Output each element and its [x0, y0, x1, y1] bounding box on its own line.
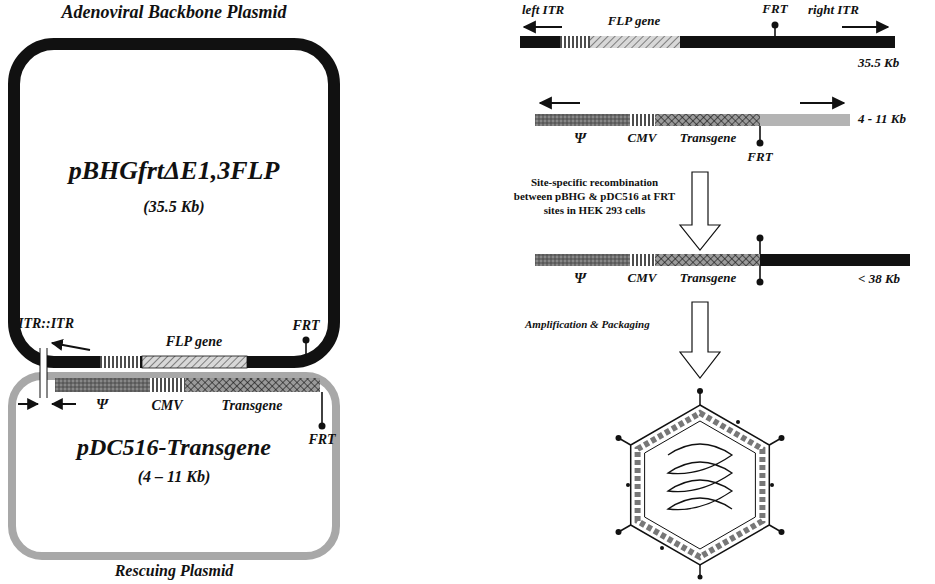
gene-label: Transgene [680, 131, 737, 146]
virus-particle [616, 388, 785, 580]
linear-shuttle [655, 114, 760, 126]
plasmid-size: (35.5 Kb) [8, 198, 340, 216]
recombined-genome [757, 235, 764, 242]
virus-particle [626, 483, 630, 487]
gene-label: Transgene [680, 271, 737, 286]
rescuing-plasmid [150, 378, 185, 392]
element-label: CMV [628, 271, 657, 286]
virus-particle [638, 413, 763, 557]
rescuing-plasmid [321, 392, 323, 423]
feature-label: left ITR [522, 3, 564, 18]
gene-label: FLP gene [608, 14, 661, 29]
element-label: Ψ [574, 270, 586, 287]
size-label: 35.5 Kb [858, 56, 899, 71]
feature-label: ITR::ITR [18, 316, 74, 332]
backbone-plasmid [100, 356, 140, 368]
recombined-genome [760, 254, 910, 266]
virus-particle [769, 439, 779, 445]
site-label: FRT [747, 150, 772, 165]
rescuing-plasmid [12, 376, 336, 556]
backbone-plasmid [305, 343, 307, 356]
step-note: Amplification & Packaging [525, 318, 650, 331]
element-label: Ψ [96, 396, 108, 413]
backbone-plasmid [303, 337, 310, 344]
recombined-genome [759, 266, 761, 279]
virus-particle [736, 420, 740, 424]
plasmid-name: pDC516-Transgene [8, 434, 340, 462]
rescuing-plasmid [319, 423, 326, 430]
virus-particle [699, 565, 701, 575]
virus-particle [631, 405, 770, 565]
linear-shuttle [760, 114, 850, 126]
recombined-genome [757, 279, 764, 286]
virus-particle [616, 529, 622, 535]
linear-backbone [772, 22, 779, 29]
site-label: FRT [308, 432, 335, 448]
linear-shuttle [535, 103, 850, 147]
itr-junction [47, 348, 48, 398]
virus-particle [770, 483, 774, 487]
virus-particle [779, 529, 785, 535]
recombined-genome [535, 235, 910, 286]
linear-shuttle [759, 126, 761, 140]
virus-particle [779, 435, 785, 441]
feature-label: right ITR [808, 3, 859, 18]
virus-particle [616, 388, 785, 580]
recombined-genome [535, 254, 630, 266]
size-label: < 38 Kb [858, 272, 900, 287]
virus-particle [698, 575, 703, 580]
linear-backbone [520, 22, 895, 49]
rescuing-plasmid [185, 378, 320, 392]
recombined-genome [655, 254, 760, 266]
recombined-genome [630, 254, 655, 266]
linear-backbone [520, 36, 895, 48]
plasmid-heading: Rescuing Plasmid [8, 562, 340, 580]
element-label: CMV [628, 131, 657, 146]
rescuing-plasmid [12, 376, 336, 556]
process-arrow [680, 172, 720, 250]
element-label: CMV [151, 398, 182, 414]
size-label: 4 - 11 Kb [858, 112, 906, 127]
gene-label: Transgene [222, 398, 283, 414]
plasmid-name: pBHGfrtΔE1,3FLP [8, 156, 340, 186]
virus-particle [697, 388, 703, 394]
backbone-plasmid [52, 343, 90, 350]
linear-shuttle [757, 140, 764, 147]
process-arrow [680, 302, 720, 378]
linear-backbone [842, 26, 888, 28]
site-label: FRT [762, 2, 787, 17]
rescuing-plasmid [52, 403, 76, 405]
plasmid-heading: Adenoviral Backbone Plasmid [8, 2, 340, 23]
linear-backbone [774, 28, 776, 36]
rescuing-plasmid [18, 403, 38, 405]
virus-particle [668, 444, 732, 510]
virus-particle [616, 435, 622, 441]
virus-particle [699, 393, 701, 405]
virus-particle [620, 439, 630, 445]
itr-junction [40, 348, 41, 398]
recombined-genome [759, 241, 761, 254]
linear-shuttle [535, 114, 630, 126]
linear-backbone [590, 36, 680, 48]
linear-backbone [524, 26, 562, 28]
site-label: FRT [292, 318, 319, 334]
backbone-plasmid [142, 356, 247, 368]
linear-shuttle [800, 102, 844, 104]
linear-shuttle [630, 114, 655, 126]
linear-backbone [560, 36, 590, 48]
element-label: Ψ [574, 130, 586, 147]
virus-particle [645, 421, 756, 549]
virus-particle [620, 393, 779, 575]
itr-junction [40, 352, 47, 398]
linear-shuttle [540, 102, 580, 104]
plasmid-size: (4 – 11 Kb) [8, 468, 340, 486]
virus-particle [660, 546, 664, 550]
gene-label: FLP gene [166, 334, 223, 350]
itr-junction [40, 348, 47, 398]
step-note: Site-specific recombination between pBHG… [512, 176, 677, 217]
virus-particle [620, 525, 630, 531]
rescuing-plasmid [55, 378, 150, 392]
virus-particle [769, 525, 779, 531]
